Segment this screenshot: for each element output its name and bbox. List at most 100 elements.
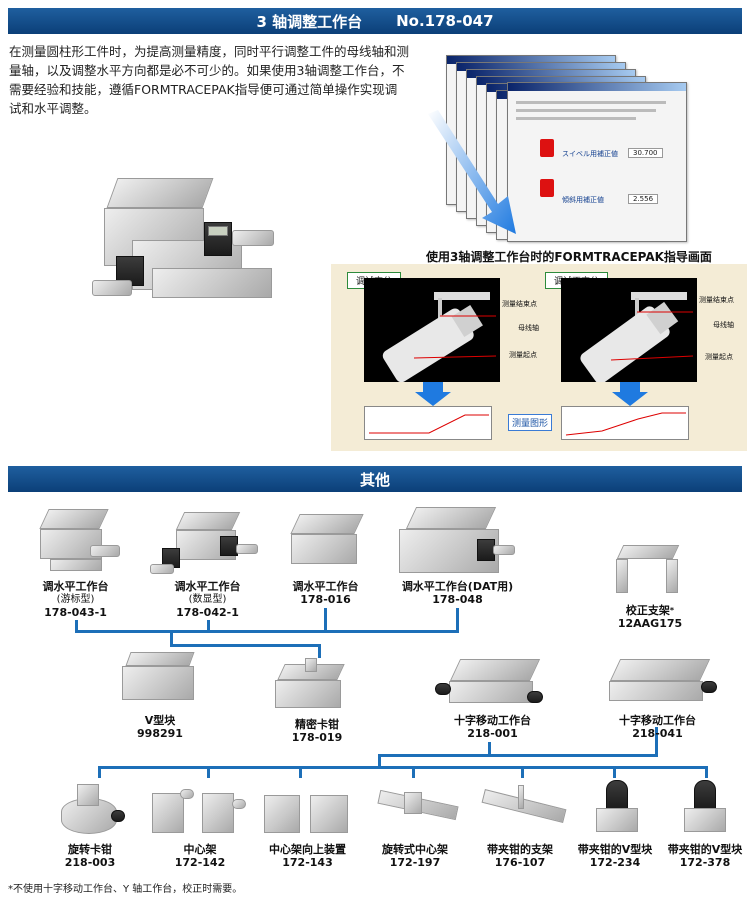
product-name: 带夹钳的V型块 [667,843,743,856]
product-image-218-003 [55,780,130,842]
product-name: 调水平工作台 [42,580,109,593]
product-code: 218-041 [632,727,683,740]
down-arrow-icon [612,382,648,406]
label-measure-start: 测量起点 [509,351,537,359]
product-name: 中心架向上装置 [269,843,346,856]
guide-caption: 使用3轴调整工作台时的FORMTRACEPAK指导画面 [426,250,712,264]
product-name: 十字移动工作台 [619,714,696,727]
connector-line [75,620,78,632]
connector-line [412,766,415,778]
product-name: 中心架 [183,843,217,856]
product-label: 带夹钳的V型块 172-378 [660,843,750,869]
product-sub: (数显型) [188,594,227,605]
connector-line [521,766,524,778]
product-label: 旋转式中心架 172-197 [365,843,465,869]
product-image-172-378 [680,778,730,840]
spindle-value: 30.700 [628,148,663,158]
product-image-218-041 [595,655,720,713]
label-generatrix: 母线轴 [518,324,539,332]
product-code: 998291 [137,727,183,740]
connector-line [98,766,708,769]
product-mark: * [669,606,675,615]
section-banner-main: 3 轴调整工作台 No.178-047 [8,8,742,34]
product-name: 调水平工作台(DAT用) [401,580,514,593]
sim-view-aligned [364,278,500,383]
product-label: 调水平工作台 (游标型) 178-043-1 [18,580,133,619]
product-code: 172-197 [389,856,441,869]
connector-line [207,620,210,632]
product-code: 178-019 [291,731,343,744]
connector-line [75,630,459,633]
product-name: V型块 [144,714,176,727]
label-generatrix: 母线轴 [713,321,734,329]
product-name: 十字移动工作台 [454,714,531,727]
down-arrow-icon [415,382,451,406]
product-name: 带夹钳的支架 [487,843,553,856]
product-label: 精密卡钳 178-019 [262,718,372,744]
product-name: 调水平工作台 [292,580,359,593]
banner-title: 其他 [359,470,390,489]
profile-graph-misaligned [561,406,689,440]
connector-line [705,766,708,778]
connector-line [613,766,616,778]
product-code: 218-001 [467,727,518,740]
product-label: 中心架 172-142 [150,843,250,869]
product-name: 校正支架 [625,604,670,617]
sim-view-misaligned [561,278,697,384]
guide-window-front: スイベル用補正値 30.700 傾斜用補正値 2.556 [507,82,687,242]
tilt-label: 傾斜用補正値 [562,196,604,204]
connector-line [170,644,320,647]
product-label: 调水平工作台 178-016 [268,580,383,606]
product-label: V型块 998291 [110,714,210,740]
connector-line [98,766,101,778]
measured-profile-tag: 测量图形 [508,414,553,431]
product-label: 旋转卡钳 218-003 [40,843,140,869]
spindle-label: スイベル用補正値 [562,150,618,158]
product-image-178-043-1 [30,505,120,575]
product-image-176-107 [478,785,573,835]
connector-line [655,727,658,756]
product-image-218-001 [435,655,550,713]
banner-title: 3 轴调整工作台 [256,12,363,31]
product-name: 旋转卡钳 [68,843,112,856]
product-code: 172-378 [679,856,731,869]
product-code: 178-048 [432,593,483,606]
product-label: 带夹钳的V型块 172-234 [570,843,660,869]
product-label: 校正支架* 12AAG175 [595,604,705,630]
product-image-998291 [118,648,203,708]
connector-line [318,644,321,658]
connector-line [378,754,381,768]
adjust-arrow-icon [540,179,554,197]
product-image-178-016 [285,512,365,574]
label-measure-end: 测量结束点 [699,296,734,304]
product-image-178-042-1 [150,508,260,578]
adjust-arrow-icon [540,139,554,157]
connector-line [378,754,658,757]
product-code: 178-042-1 [176,606,239,619]
connector-line [488,742,491,756]
product-label: 十字移动工作台 218-041 [595,714,720,740]
product-code: 172-143 [282,856,333,869]
section-banner-others: 其他 [8,466,742,492]
profile-graph-aligned [364,406,492,440]
alignment-demo-panel: 调试充分 调试不充分 测量结束点 母线轴 测量起点 测量结束点 母线 [331,264,747,451]
product-image-178-019 [265,658,360,716]
label-measure-start: 测量起点 [705,353,733,361]
product-photo-178-047 [92,168,292,318]
product-image-178-048 [395,505,515,577]
product-name: 旋转式中心架 [382,843,448,856]
product-name: 调水平工作台 [174,580,241,593]
product-image-172-197 [370,789,465,835]
product-code: 12AAG175 [617,617,683,630]
product-code: 178-016 [300,593,351,606]
pointer-arrow-icon [428,110,516,234]
intro-paragraph: 在测量圆柱形工件时，为提高测量精度，同时平行调整工件的母线轴和测量轴，以及调整水… [9,44,410,116]
product-code: 218-003 [64,856,116,869]
tilt-value: 2.556 [628,194,659,204]
product-code: 176-107 [494,856,546,869]
label-measure-end: 测量结束点 [502,300,537,308]
connector-line [456,608,459,632]
connector-line [324,608,327,632]
product-image-172-143 [262,787,357,840]
product-name: 精密卡钳 [295,718,339,731]
